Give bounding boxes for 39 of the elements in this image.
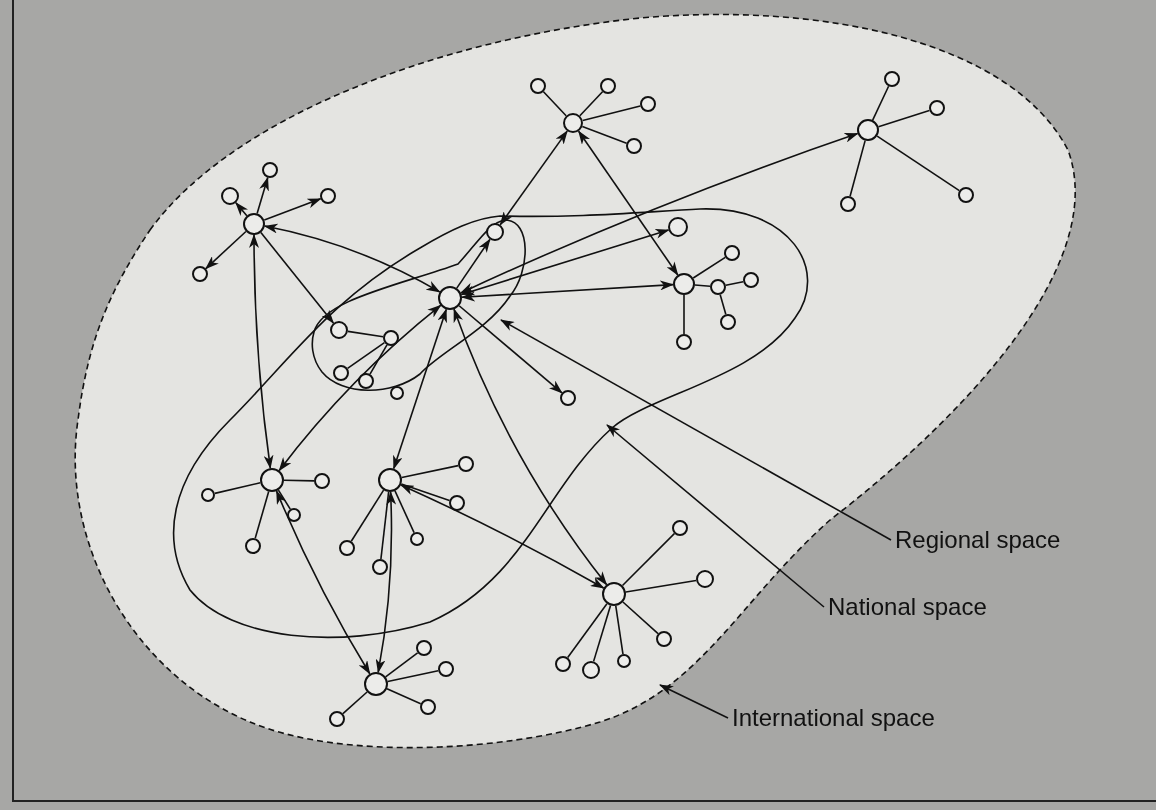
connector-line (342, 691, 368, 715)
connector-line (625, 579, 697, 593)
connector-line (614, 605, 624, 655)
connector-line (683, 294, 685, 335)
leader-line (659, 684, 729, 719)
arrow (256, 176, 269, 215)
connector-line (579, 91, 604, 117)
space-label: National space (828, 592, 987, 622)
connector-line (592, 604, 612, 663)
arrow (461, 280, 674, 302)
arrow (455, 238, 491, 289)
space-label: International space (732, 703, 935, 733)
arrow (453, 308, 608, 586)
connector-line (622, 601, 659, 635)
leader-line (500, 319, 892, 541)
connector-line (871, 85, 890, 121)
connector-line (849, 139, 866, 198)
connector-line (384, 652, 419, 678)
arrow (458, 304, 563, 394)
arrow (249, 234, 274, 470)
arrow (499, 130, 568, 226)
arrow (375, 491, 397, 674)
connector-line (380, 491, 390, 560)
connector-line (719, 293, 727, 316)
connector-line (214, 481, 262, 495)
connector-line (725, 280, 744, 287)
arrow (392, 308, 448, 470)
connector-line (283, 479, 315, 482)
arrow (275, 490, 371, 675)
arrow (235, 202, 249, 217)
leader-line (606, 424, 825, 608)
connector-line (369, 344, 388, 375)
connector-line (542, 91, 567, 117)
connector-line (347, 330, 384, 338)
connector-line (694, 284, 711, 288)
connector-line (346, 341, 386, 370)
space-label: Regional space (895, 525, 1061, 555)
connector-line (254, 490, 270, 540)
connector-line (394, 490, 415, 534)
